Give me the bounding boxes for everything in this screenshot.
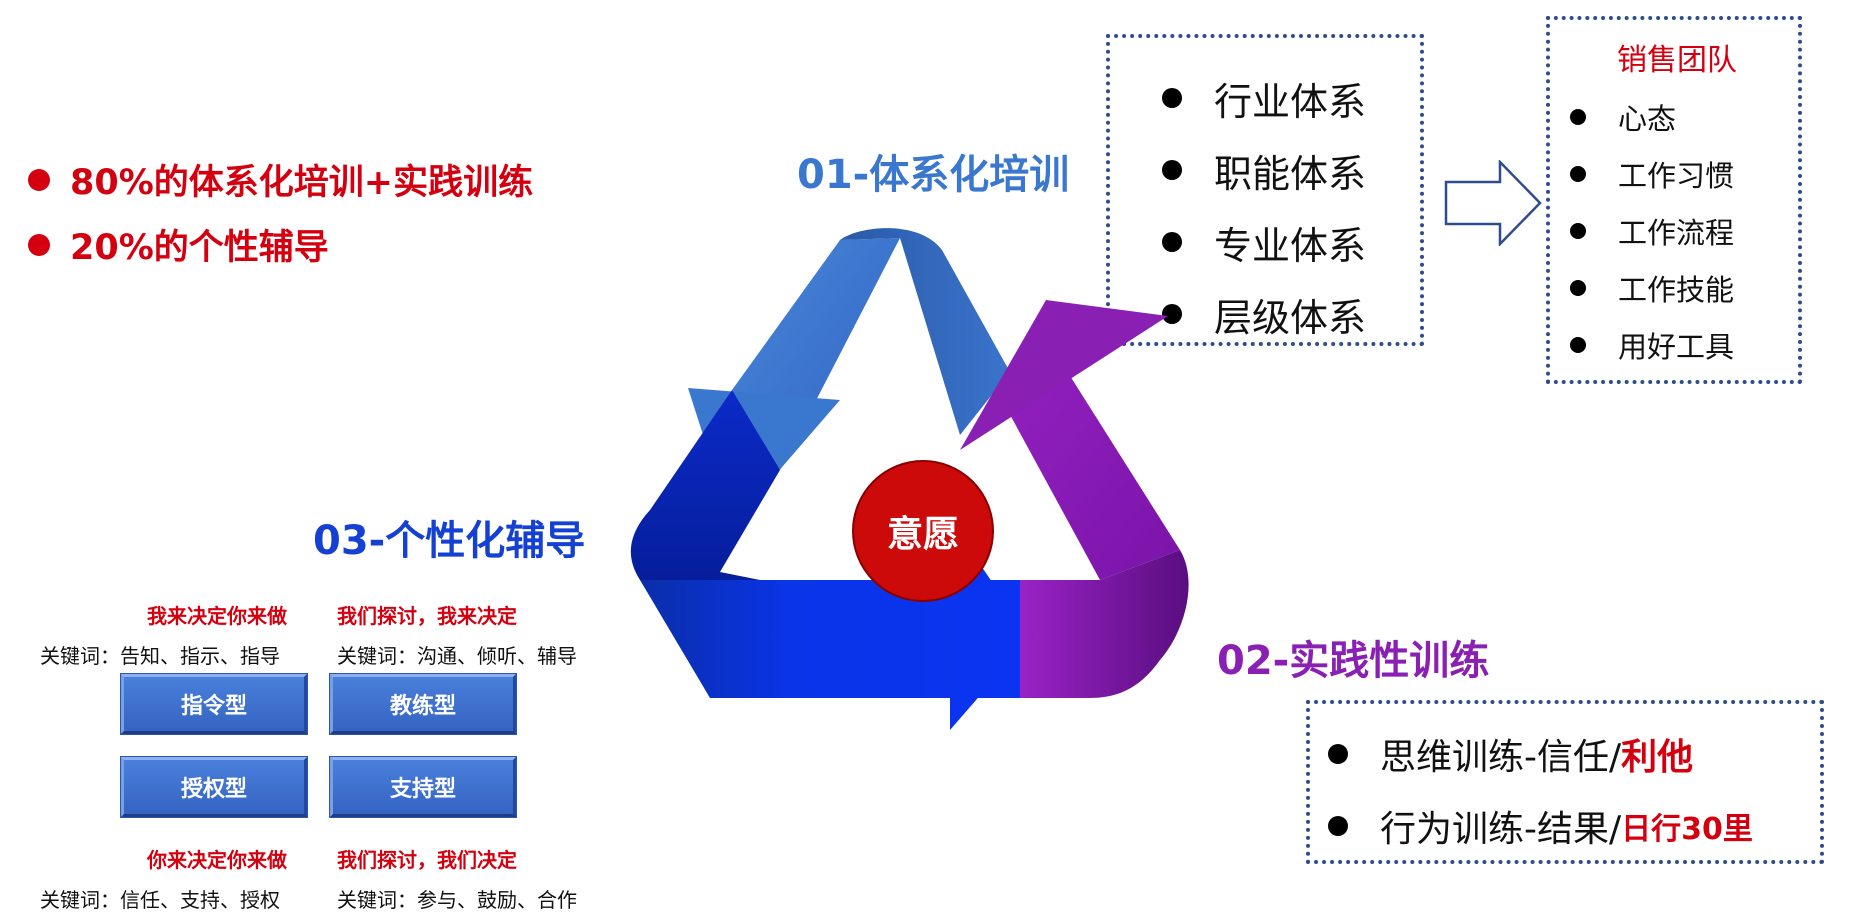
bullet-icon (1570, 165, 1586, 182)
keywords-supporting: 关键词：参与、鼓励、合作 (337, 888, 577, 912)
bullet-icon (1162, 232, 1182, 252)
caption-coaching: 我们探讨，我来决定 (337, 604, 517, 628)
bullet-icon (1570, 222, 1586, 239)
keywords-directive: 关键词：告知、指示、指导 (40, 644, 280, 668)
bullet-icon (1570, 279, 1586, 296)
center-label: 意愿 (886, 514, 959, 555)
delegating-button[interactable]: 授权型 (121, 757, 307, 817)
arrow-purple-head (960, 300, 1168, 450)
systems-item: 行业体系 (1162, 62, 1420, 134)
sales-team-item: 工作技能 (1570, 259, 1798, 316)
note-item: 80%的体系化培训+实践训练 (28, 161, 533, 205)
bullet-icon (28, 234, 50, 256)
recycle-arrows-icon (630, 228, 1189, 730)
systems-item: 层级体系 (1162, 278, 1420, 350)
supporting-button[interactable]: 支持型 (330, 757, 516, 817)
keywords-coaching: 关键词：沟通、倾听、辅导 (337, 644, 577, 668)
bullet-icon (28, 169, 50, 191)
caption-supporting: 我们探讨，我们决定 (337, 848, 517, 872)
sales-team-title: 销售团队 (1617, 43, 1737, 78)
keywords-delegating: 关键词：信任、支持、授权 (40, 888, 280, 912)
center-circle: 意愿 (852, 460, 994, 602)
bullet-icon (1570, 336, 1586, 353)
practice-item: 行为训练-结果/日行30里 (1328, 790, 1820, 862)
systems-item: 专业体系 (1162, 206, 1420, 278)
systems-box: 行业体系 职能体系 专业体系 层级体系 (1106, 34, 1424, 346)
heading-systematic-training: 01-体系化培训 (797, 152, 1070, 198)
arrow-blue-fold (840, 228, 1010, 435)
arrow-deep-band (640, 580, 1020, 698)
arrow-purple-fold (1020, 550, 1189, 698)
sales-team-box: 销售团队 心态 工作习惯 工作流程 工作技能 用好工具 (1546, 16, 1802, 384)
arrow-deep-fold (630, 390, 780, 580)
heading-practical-training: 02-实践性训练 (1217, 638, 1490, 684)
systems-item: 职能体系 (1162, 134, 1420, 206)
bullet-icon (1162, 160, 1182, 180)
bullet-icon (1328, 744, 1348, 764)
directive-button[interactable]: 指令型 (121, 674, 307, 734)
heading-personalized-coaching: 03-个性化辅导 (313, 518, 586, 564)
note-item: 20%的个性辅导 (28, 226, 329, 270)
right-arrow-icon (1444, 160, 1542, 246)
sales-team-item: 心态 (1570, 88, 1798, 145)
bullet-icon (1328, 816, 1348, 836)
coaching-button[interactable]: 教练型 (330, 674, 516, 734)
practice-item: 思维训练-信任/利他 (1328, 718, 1820, 790)
caption-directive: 我来决定你来做 (147, 604, 287, 628)
bullet-icon (1570, 108, 1586, 125)
bullet-icon (1162, 304, 1182, 324)
bullet-icon (1162, 88, 1182, 108)
arrow-purple-band (1002, 360, 1180, 580)
sales-team-item: 工作流程 (1570, 202, 1798, 259)
sales-team-item: 工作习惯 (1570, 145, 1798, 202)
practice-box: 思维训练-信任/利他 行为训练-结果/日行30里 (1306, 700, 1824, 864)
sales-team-item: 用好工具 (1570, 316, 1798, 373)
caption-delegating: 你来决定你来做 (147, 848, 287, 872)
